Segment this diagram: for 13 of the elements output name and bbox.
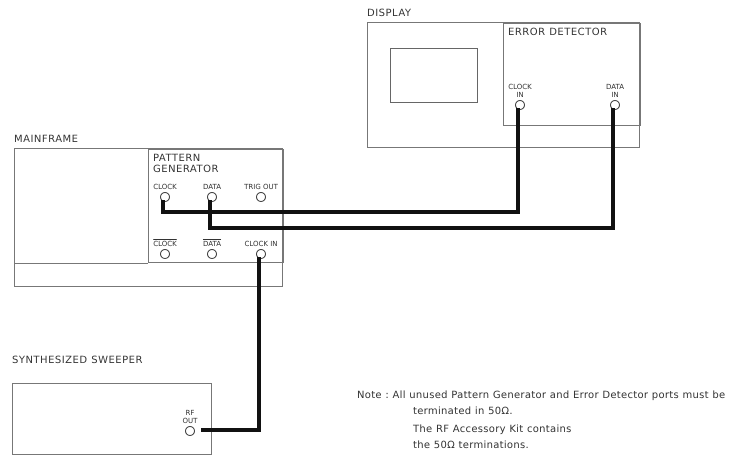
module-panel — [503, 23, 641, 126]
module-title: PATTERN GENERATOR — [153, 153, 220, 175]
cable — [201, 257, 261, 432]
screen-outline — [390, 48, 478, 103]
note-text: Note : All unused Pattern Generator and Error Detector ports must be terminated in 50Ω. — [357, 389, 726, 419]
cable — [161, 108, 520, 214]
module-title: ERROR DETECTOR — [508, 27, 609, 38]
note-text: The RF Accessory Kit contains the 50Ω terminations. — [413, 423, 573, 453]
instrument-heading: MAINFRAME — [14, 134, 80, 147]
instrument-heading: SYNTHESIZED SWEEPER — [12, 355, 144, 368]
module-panel — [148, 149, 284, 263]
instrument-heading: DISPLAY — [367, 8, 413, 21]
cable — [208, 108, 615, 230]
